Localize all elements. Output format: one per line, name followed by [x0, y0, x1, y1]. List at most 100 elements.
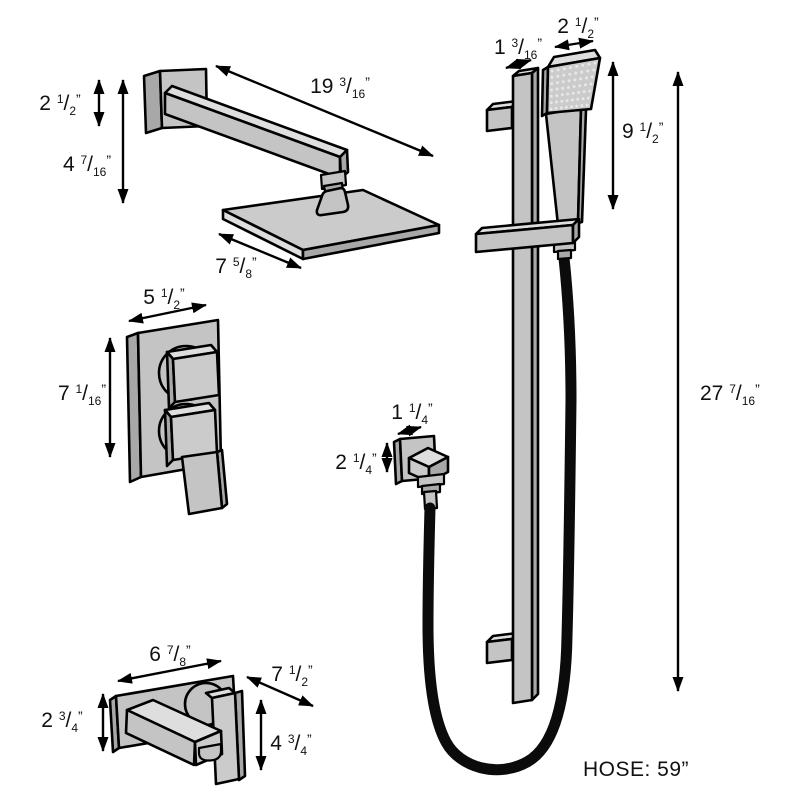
head-connector-cone	[315, 186, 350, 217]
dim-arrow-spout-plate-width	[117, 658, 222, 684]
spray-dot	[550, 75, 554, 79]
spray-dot	[568, 72, 572, 76]
dim-label-head-width: 7 5/8”	[215, 254, 257, 281]
spray-dot	[583, 83, 587, 87]
valve-trim-group	[125, 318, 229, 516]
dim-arrow-valve-width	[128, 302, 207, 324]
spray-dot	[581, 63, 585, 67]
spray-dot	[590, 75, 594, 79]
upper-knob-front-face	[171, 350, 221, 404]
spray-dot	[549, 101, 553, 105]
spray-dot	[556, 81, 559, 85]
spray-dot	[588, 89, 592, 93]
shower-hose	[422, 252, 577, 776]
dim-label-arm-drop: 4 7/16”	[63, 152, 111, 179]
dim-arrow-spout-reach	[246, 675, 314, 708]
spray-dot	[587, 62, 591, 66]
hose-connector-stem	[556, 248, 573, 261]
lower-bracket-front	[485, 637, 514, 665]
spray-dot	[560, 93, 564, 97]
shower-plate-right-edge	[301, 223, 441, 261]
spray-dot	[571, 91, 575, 95]
spray-dot	[589, 82, 593, 86]
spray-dot	[570, 105, 574, 109]
dimension-annotations	[93, 37, 684, 771]
spray-dot	[585, 103, 589, 107]
dim-arrow-arm-reach	[215, 64, 434, 158]
spray-dot	[575, 104, 579, 108]
spray-dot	[572, 85, 576, 89]
dim-label-hand-length: 9 1/2”	[622, 119, 664, 146]
spray-dot	[586, 96, 590, 100]
holder-crossbar-end-face	[571, 217, 581, 245]
dim-label-arm-reach: 19 3/16”	[310, 74, 370, 101]
spray-dot	[574, 71, 578, 75]
spray-dot	[582, 90, 586, 94]
spray-dot	[581, 97, 585, 101]
dim-label-spout-reach: 7 1/2”	[271, 662, 313, 689]
spray-dot	[566, 92, 570, 96]
hand-shower-handle	[544, 106, 583, 227]
spray-dot	[550, 82, 554, 86]
spray-dot	[585, 76, 588, 80]
spray-dot	[555, 87, 559, 91]
dim-label-outlet-height: 2 1/4”	[335, 450, 377, 477]
spray-dot	[580, 70, 584, 74]
spray-dot	[592, 68, 596, 72]
spray-dot	[556, 68, 560, 72]
dim-label-flange-drop: 2 1/2”	[39, 91, 81, 118]
supply-elbow-group	[392, 434, 450, 511]
spray-dot	[580, 104, 584, 108]
spray-dot	[578, 84, 582, 88]
dim-label-valve-width: 5 1/2”	[143, 285, 185, 312]
spray-dot	[562, 67, 566, 71]
dim-label-spout-drop: 4 3/4”	[270, 731, 312, 758]
spray-dot	[550, 69, 554, 73]
spout-arm-front-face	[124, 708, 197, 767]
spray-dot	[566, 85, 570, 89]
spray-dot	[549, 107, 553, 111]
spray-dot	[593, 61, 597, 65]
slide-bar-front-face	[511, 71, 534, 705]
spray-dot	[575, 64, 579, 68]
dim-label-spout-plate-height: 2 3/4”	[41, 708, 83, 735]
spray-dot	[586, 69, 590, 73]
dim-arrow-head-width	[218, 232, 302, 270]
spray-dot	[564, 105, 568, 109]
dim-label-bar-depth: 1 3/16”	[494, 35, 542, 62]
spray-dot	[559, 106, 563, 110]
spray-grid-dots	[549, 61, 597, 111]
spray-dot	[565, 99, 569, 103]
spray-dot	[567, 79, 571, 83]
spray-dot	[550, 88, 553, 92]
spray-dot	[561, 80, 565, 84]
spray-dot	[579, 77, 583, 81]
spray-dot	[560, 99, 564, 103]
spray-dot	[570, 98, 574, 102]
slide-bar-hand-shower-group	[474, 48, 602, 705]
dim-arrow-outlet-width	[397, 424, 422, 437]
dim-arrow-hand-head-width	[554, 37, 594, 51]
dimension-labels: 2 1/2” 4 7/16” 19 3/16” 7 5/8” 1 3/16” 2…	[39, 14, 760, 781]
spray-dot	[549, 94, 553, 98]
spray-dot	[555, 100, 558, 104]
valve-lever-handle	[180, 450, 224, 516]
spray-dot	[555, 94, 559, 98]
spray-dot	[562, 73, 566, 77]
dim-label-hand-head-width: 2 1/2”	[557, 14, 599, 41]
spray-dot	[576, 97, 580, 101]
dim-label-spout-plate-width: 6 7/8”	[149, 642, 191, 669]
upper-bracket-front	[485, 105, 514, 133]
tub-spout-group	[108, 674, 247, 786]
spray-dot	[573, 78, 577, 82]
hose-length-note: HOSE: 59”	[583, 758, 689, 781]
dim-label-bar-height: 27 7/16”	[700, 381, 760, 408]
dim-arrow-bar-depth	[505, 58, 532, 70]
spray-dot	[561, 86, 565, 90]
spray-dot	[568, 66, 572, 70]
spout-nozzle	[197, 742, 223, 762]
spray-dot	[556, 74, 560, 78]
spray-dot	[554, 106, 558, 110]
dim-label-outlet-width: 1 1/4”	[391, 400, 433, 427]
